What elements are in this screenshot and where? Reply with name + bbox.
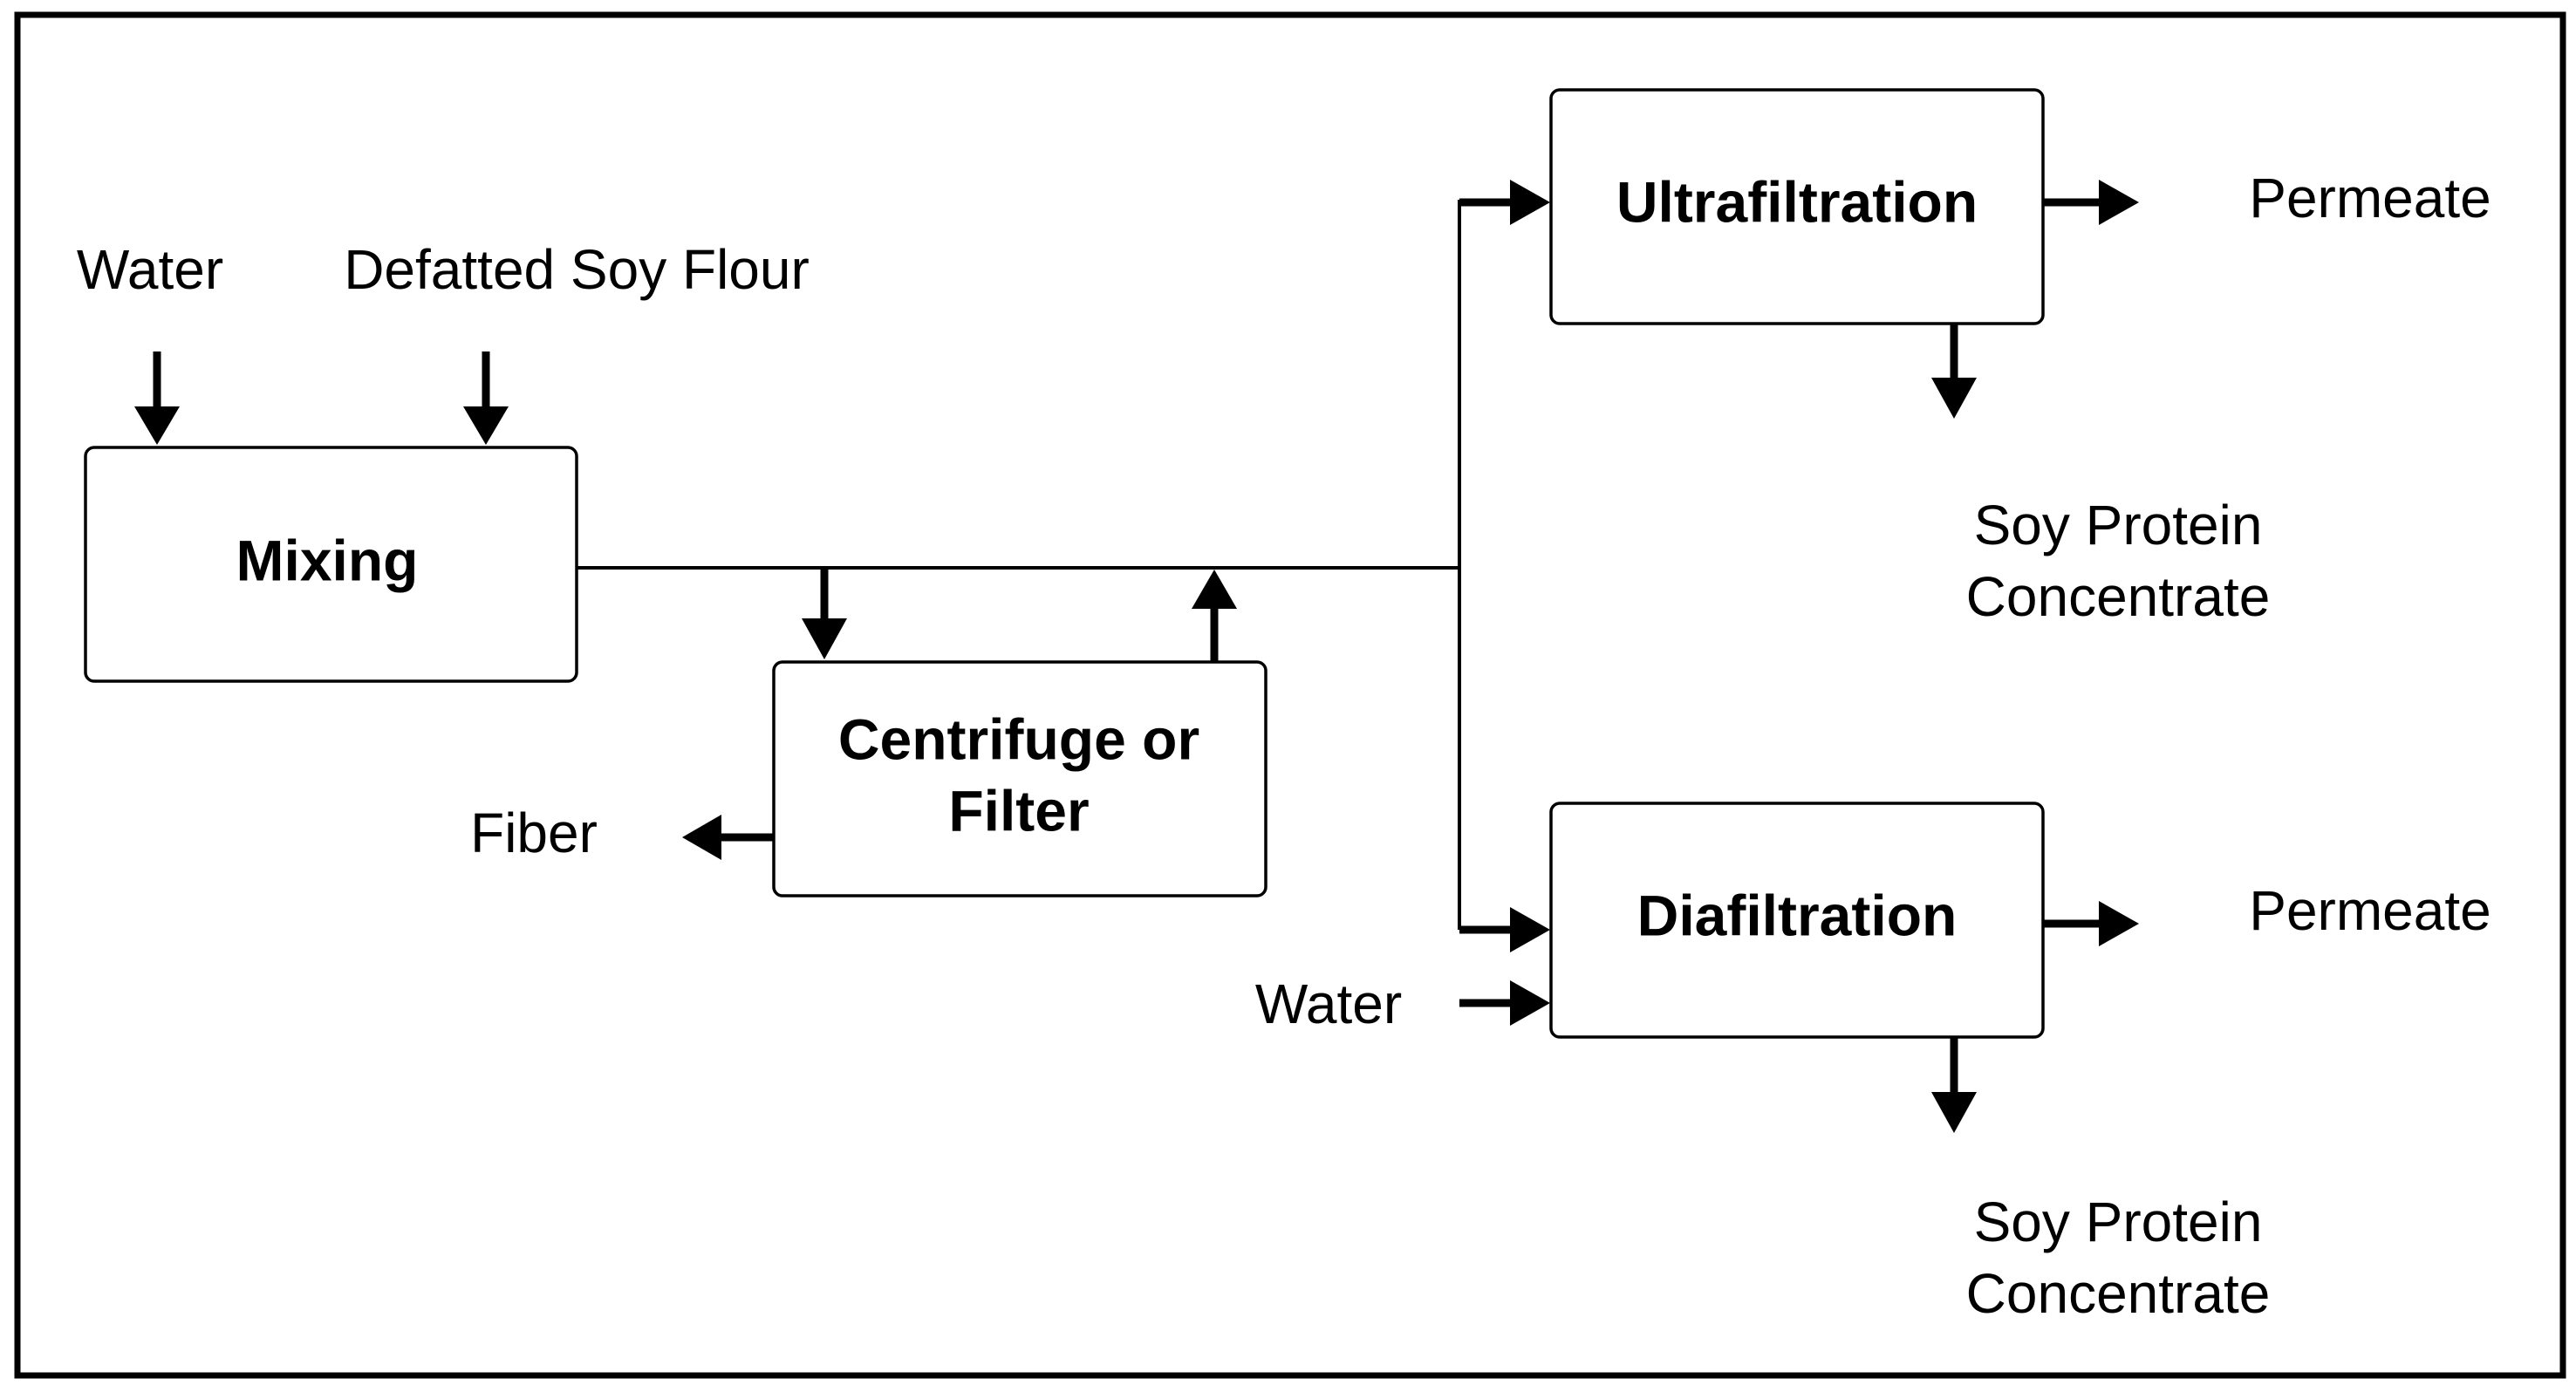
permeate-diafiltration-label: Permeate <box>2249 879 2491 942</box>
mixing-label: Mixing <box>236 528 419 592</box>
centrifuge-label-line2: Filter <box>948 778 1089 843</box>
feed-to-ultrafiltration-arrow <box>1459 180 1550 225</box>
centrifuge-filter-box: Centrifuge or Filter <box>772 660 1268 897</box>
spc-ultrafiltration-label-line2: Concentrate <box>1966 565 2271 628</box>
centrifuge-label-line1: Centrifuge or <box>838 706 1199 771</box>
permeate-ultrafiltration-label: Permeate <box>2249 167 2491 229</box>
spc-ultrafiltration-label-line1: Soy Protein <box>1974 494 2263 556</box>
diafiltration-label: Diafiltration <box>1637 883 1958 947</box>
feed-to-centrifuge-arrow <box>802 566 847 659</box>
flour-to-mixing-arrow <box>463 351 509 445</box>
diafiltration-box: Diafiltration <box>1549 802 2045 1039</box>
ultrafiltration-to-permeate-arrow <box>2043 180 2139 225</box>
diagram-frame <box>14 11 2566 1379</box>
water-diafiltration-label: Water <box>1255 972 1402 1035</box>
diafiltration-to-spc-arrow <box>1931 1037 1977 1133</box>
defatted-soy-flour-label: Defatted Soy Flour <box>344 238 810 301</box>
water-to-diafiltration-arrow <box>1459 980 1550 1026</box>
centrifuge-to-fiber-arrow <box>682 815 774 860</box>
ultrafiltration-label: Ultrafiltration <box>1616 169 1978 234</box>
mixing-box: Mixing <box>84 446 578 683</box>
spc-diafiltration-label-line1: Soy Protein <box>1974 1191 2263 1253</box>
fiber-label: Fiber <box>470 802 598 864</box>
water-to-mixing-arrow <box>134 351 180 445</box>
diafiltration-to-permeate-arrow <box>2043 901 2139 946</box>
ultrafiltration-box: Ultrafiltration <box>1549 88 2045 325</box>
water-input-label: Water <box>77 238 223 301</box>
centrifuge-to-line-arrow <box>1192 570 1237 662</box>
ultrafiltration-to-spc-arrow <box>1931 324 1977 419</box>
spc-diafiltration-label-line2: Concentrate <box>1966 1262 2271 1325</box>
feed-to-diafiltration-arrow <box>1459 907 1550 952</box>
